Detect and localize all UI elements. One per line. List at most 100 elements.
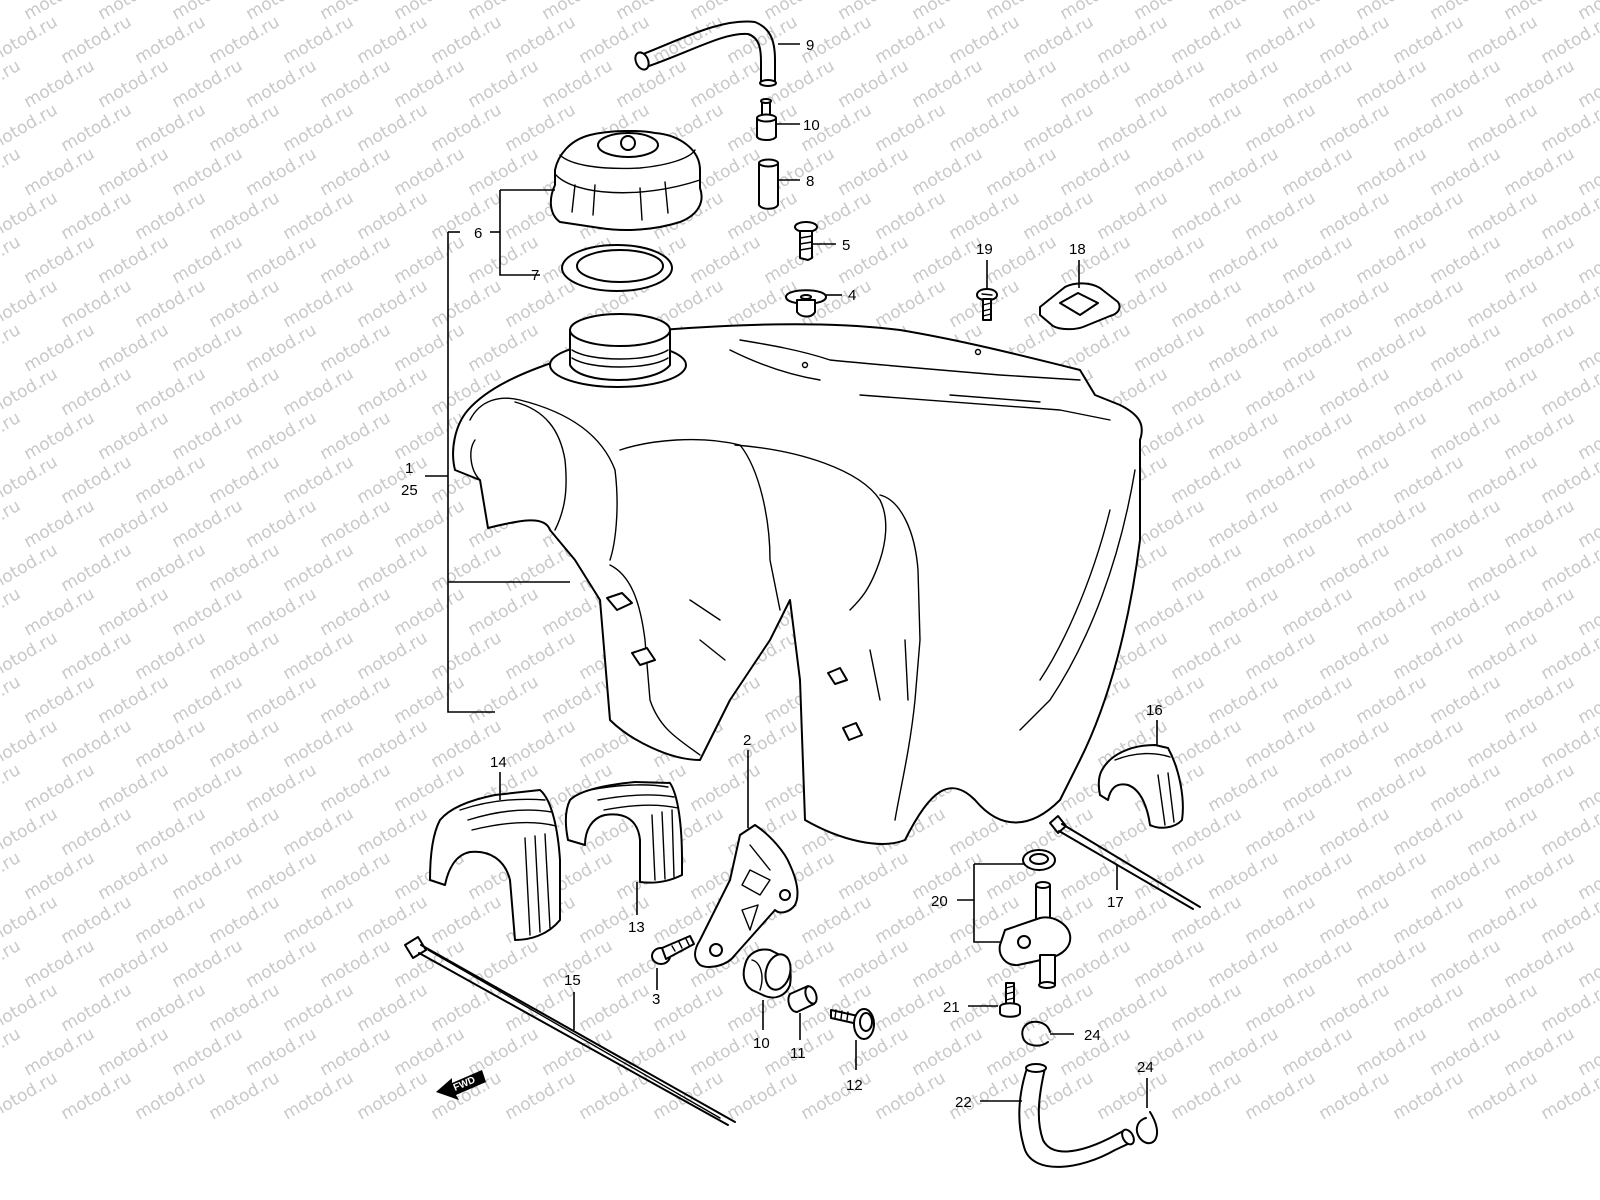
watermark-text: motod.ru xyxy=(391,0,469,24)
pad-17 xyxy=(1097,744,1184,829)
watermark-text: motod.ru xyxy=(132,1068,210,1124)
watermark-text: motod.ru xyxy=(0,936,24,992)
watermark-text: motod.ru xyxy=(1390,980,1468,1036)
watermark-text: motod.ru xyxy=(539,0,617,24)
watermark-text: motod.ru xyxy=(1279,320,1357,376)
watermark-text: motod.ru xyxy=(1390,716,1468,772)
watermark-text: motod.ru xyxy=(1427,56,1505,112)
watermark-text: motod.ru xyxy=(1575,144,1600,200)
watermark-text: motod.ru xyxy=(428,188,506,244)
watermark-text: motod.ru xyxy=(206,804,284,860)
watermark-text: motod.ru xyxy=(354,452,432,508)
callout-8: 8 xyxy=(806,173,814,190)
watermark-text: motod.ru xyxy=(0,0,24,24)
watermark-text: motod.ru xyxy=(428,540,506,596)
watermark-text: motod.ru xyxy=(946,12,1024,68)
watermark-text: motod.ru xyxy=(687,232,765,288)
watermark-text: motod.ru xyxy=(1464,804,1542,860)
watermark-text: motod.ru xyxy=(1094,188,1172,244)
watermark-text: motod.ru xyxy=(243,232,321,288)
watermark-text: motod.ru xyxy=(1575,848,1600,904)
watermark-text: motod.ru xyxy=(1094,980,1172,1036)
watermark-text: motod.ru xyxy=(95,672,173,728)
watermark-text: motod.ru xyxy=(317,56,395,112)
watermark-text: motod.ru xyxy=(169,584,247,640)
watermark-text: motod.ru xyxy=(1427,672,1505,728)
watermark-text: motod.ru xyxy=(354,1068,432,1124)
watermark-text: motod.ru xyxy=(58,188,136,244)
watermark-text: motod.ru xyxy=(1242,12,1320,68)
watermark-text: motod.ru xyxy=(687,760,765,816)
fuel-tank xyxy=(452,313,1143,845)
callout-labels: 9 10 8 5 4 6 7 1 25 19 18 2 14 16 13 3 1… xyxy=(401,37,1163,1111)
watermark-text: motod.ru xyxy=(280,188,358,244)
watermark-text: motod.ru xyxy=(21,936,99,992)
watermark-text: motod.ru xyxy=(132,628,210,684)
watermark-text: motod.ru xyxy=(95,56,173,112)
breather-valve xyxy=(756,98,777,141)
watermark-text: motod.ru xyxy=(95,320,173,376)
watermark-text: motod.ru xyxy=(0,408,24,464)
watermark-text: motod.ru xyxy=(206,716,284,772)
watermark-text: motod.ru xyxy=(1020,1068,1098,1124)
watermark-text: motod.ru xyxy=(1020,188,1098,244)
watermark-text: motod.ru xyxy=(21,760,99,816)
watermark-text: motod.ru xyxy=(169,672,247,728)
watermark-text: motod.ru xyxy=(1242,628,1320,684)
watermark-text: motod.ru xyxy=(132,452,210,508)
watermark-text: motod.ru xyxy=(1353,232,1431,288)
watermark-text: motod.ru xyxy=(1316,1068,1394,1124)
watermark-text: motod.ru xyxy=(95,232,173,288)
watermark-text: motod.ru xyxy=(1279,936,1357,992)
watermark-text: motod.ru xyxy=(206,452,284,508)
watermark-text: motod.ru xyxy=(1242,100,1320,156)
watermark-text: motod.ru xyxy=(354,540,432,596)
watermark-text: motod.ru xyxy=(1575,56,1600,112)
watermark-text: motod.ru xyxy=(835,56,913,112)
bolt-13 xyxy=(830,1008,875,1040)
watermark-text: motod.ru xyxy=(280,980,358,1036)
watermark-text: motod.ru xyxy=(835,0,913,24)
watermark-text: motod.ru xyxy=(1501,1024,1579,1080)
watermark-text: motod.ru xyxy=(95,144,173,200)
watermark-text: motod.ru xyxy=(132,188,210,244)
watermark-text: motod.ru xyxy=(95,584,173,640)
watermark-text: motod.ru xyxy=(1168,452,1246,508)
watermark-text: motod.ru xyxy=(206,100,284,156)
watermark-text: motod.ru xyxy=(21,232,99,288)
watermark-text: motod.ru xyxy=(1390,892,1468,948)
watermark-text: motod.ru xyxy=(1057,56,1135,112)
watermark-text: motod.ru xyxy=(428,12,506,68)
watermark-text: motod.ru xyxy=(1353,408,1431,464)
watermark-text: motod.ru xyxy=(1501,848,1579,904)
watermark-text: motod.ru xyxy=(1242,716,1320,772)
watermark-text: motod.ru xyxy=(391,584,469,640)
watermark-text: motod.ru xyxy=(1131,0,1209,24)
cap-gasket xyxy=(561,244,673,292)
watermark-text: motod.ru xyxy=(1168,188,1246,244)
watermark-text: motod.ru xyxy=(1316,452,1394,508)
watermark-text: motod.ru xyxy=(1316,716,1394,772)
watermark-text: motod.ru xyxy=(1242,188,1320,244)
watermark-text: motod.ru xyxy=(1464,628,1542,684)
watermark-text: motod.ru xyxy=(243,760,321,816)
watermark-text: motod.ru xyxy=(1501,760,1579,816)
watermark-text: motod.ru xyxy=(354,628,432,684)
watermark-text: motod.ru xyxy=(317,936,395,992)
watermark-text: motod.ru xyxy=(909,56,987,112)
watermark-text: motod.ru xyxy=(1279,584,1357,640)
watermark-text: motod.ru xyxy=(1575,672,1600,728)
watermark-text: motod.ru xyxy=(1205,408,1283,464)
watermark-text: motod.ru xyxy=(169,320,247,376)
watermark-text: motod.ru xyxy=(1501,584,1579,640)
watermark-text: motod.ru xyxy=(1427,0,1505,24)
watermark-text: motod.ru xyxy=(206,892,284,948)
watermark-text: motod.ru xyxy=(132,100,210,156)
watermark-text: motod.ru xyxy=(428,980,506,1036)
watermark-text: motod.ru xyxy=(1464,188,1542,244)
watermark-text: motod.ru xyxy=(1316,188,1394,244)
watermark-text: motod.ru xyxy=(1390,188,1468,244)
callout-7: 7 xyxy=(531,267,539,284)
watermark-text: motod.ru xyxy=(1464,540,1542,596)
watermark-text: motod.ru xyxy=(613,0,691,24)
